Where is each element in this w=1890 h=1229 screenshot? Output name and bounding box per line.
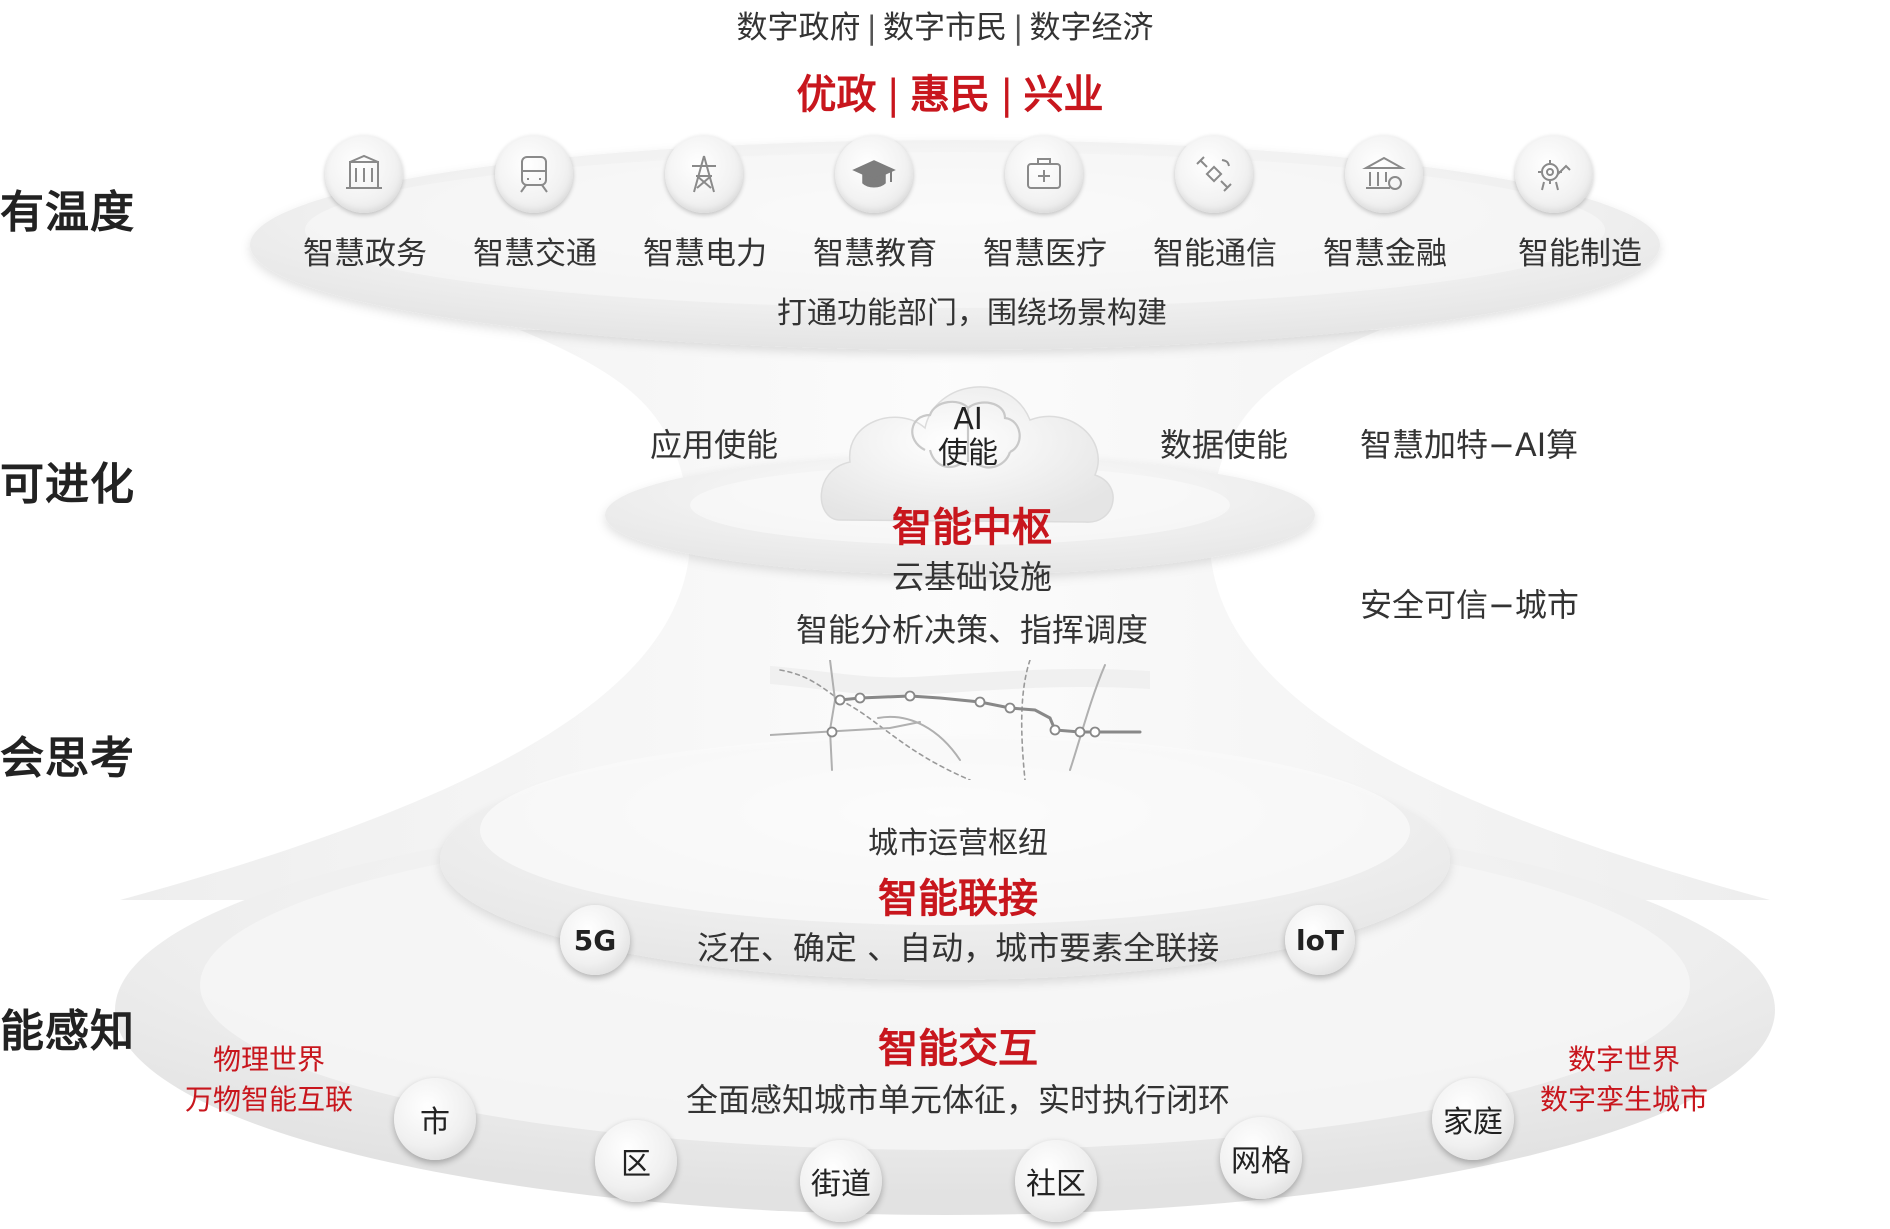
right-top-note: 智慧加特−AI算 (1360, 426, 1579, 464)
graduation-cap-icon (835, 135, 913, 213)
interact-desc: 全面感知城市单元体征，实时执行闭环 (685, 1081, 1231, 1119)
level-label-think: 会思考 (0, 733, 135, 784)
domain-label-telecom: 智能通信 (1153, 236, 1277, 272)
robot-gear-icon (1515, 135, 1593, 213)
5g-node: 5G (560, 905, 630, 975)
level-label-warmth: 有温度 (0, 187, 135, 238)
metro-map-icon (770, 660, 1150, 780)
node-street: 街道 (800, 1140, 882, 1222)
city-ops-hub-label: 城市运营枢纽 (868, 826, 1048, 861)
level-label-evolve: 可进化 (0, 459, 135, 510)
medical-kit-icon (1005, 135, 1083, 213)
header-red-item: 优政 (796, 72, 877, 118)
hub-line-2: 智能分析决策、指挥调度 (795, 611, 1149, 649)
iot-node: loT (1285, 905, 1355, 975)
node-grid: 网格 (1220, 1117, 1302, 1199)
domain-label-medical: 智慧医疗 (983, 236, 1107, 272)
ai-enable-label: AI 使能 (938, 403, 998, 471)
header-red-item: 惠民 (910, 72, 990, 118)
interact-title: 智能交互 (878, 1026, 1038, 1072)
header-line-2: 优政|惠民|兴业 (796, 72, 1104, 118)
node-city: 市 (394, 1078, 476, 1160)
header-item: 数字经济 (1029, 10, 1154, 46)
header-red-item: 兴业 (1023, 72, 1104, 118)
domain-label-education: 智慧教育 (813, 236, 937, 272)
node-home: 家庭 (1432, 1078, 1514, 1160)
hub-line-1: 云基础设施 (891, 558, 1053, 596)
government-building-icon (325, 135, 403, 213)
right-bottom-note: 安全可信−城市 (1360, 586, 1579, 624)
brain-icon (911, 400, 1021, 469)
physical-world-line: 物理世界 (213, 1043, 326, 1076)
digital-world-line: 数字孪生城市 (1540, 1083, 1709, 1116)
domain-label-finance: 智慧金融 (1323, 236, 1447, 272)
physical-world-label: 物理世界 万物智能互联 (185, 1040, 353, 1120)
train-icon (495, 135, 573, 213)
data-enable-label: 数据使能 (1160, 426, 1289, 464)
header-item: 数字市民 (883, 10, 1007, 46)
hub-title: 智能中枢 (892, 505, 1052, 551)
bank-icon (1345, 135, 1423, 213)
domain-label-manufacturing: 智能制造 (1518, 236, 1642, 272)
domain-label-government: 智慧政务 (303, 236, 427, 272)
app-enable-label: 应用使能 (650, 426, 779, 464)
header-item: 数字政府 (736, 10, 861, 46)
level-label-perceive: 能感知 (0, 1006, 135, 1057)
funnel-body (120, 330, 1770, 900)
ai-line: AI (953, 402, 983, 437)
power-tower-icon (665, 135, 743, 213)
domains-caption: 打通功能部门，围绕场景构建 (777, 296, 1167, 331)
node-community: 社区 (1015, 1140, 1097, 1222)
connect-desc: 泛在、确定 、自动，城市要素全联接 (696, 929, 1220, 967)
satellite-icon (1175, 135, 1253, 213)
header-line-1: 数字政府|数字市民|数字经济 (736, 10, 1154, 46)
connect-title: 智能联接 (878, 876, 1038, 922)
digital-world-line: 数字世界 (1568, 1043, 1681, 1076)
domain-label-transport: 智慧交通 (473, 236, 597, 272)
physical-world-line: 万物智能互联 (185, 1083, 354, 1116)
node-district: 区 (595, 1120, 677, 1202)
domain-label-power: 智慧电力 (643, 236, 767, 272)
digital-world-label: 数字世界 数字孪生城市 (1540, 1040, 1708, 1120)
ai-enable-line: 使能 (938, 436, 998, 471)
